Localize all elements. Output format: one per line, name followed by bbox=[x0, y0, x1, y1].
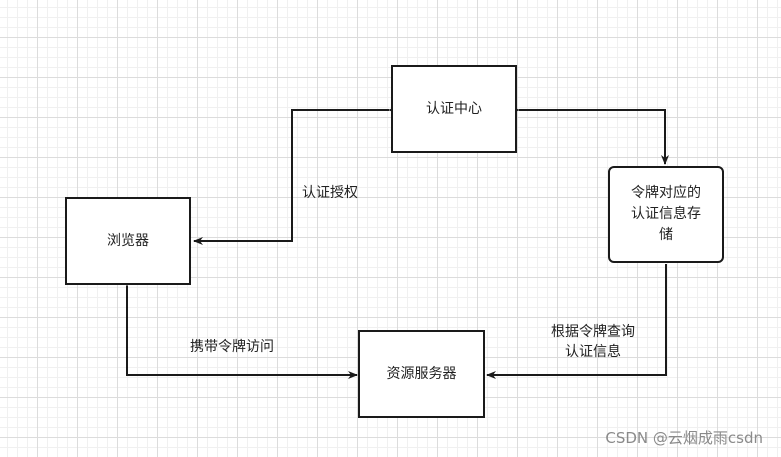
node-browser: 浏览器 bbox=[65, 197, 191, 285]
watermark: CSDN @云烟成雨csdn bbox=[605, 429, 763, 447]
node-token-store: 令牌对应的 认证信息存 储 bbox=[608, 166, 724, 263]
edge-label-query-by-token: 根据令牌查询 认证信息 bbox=[551, 324, 635, 360]
edge-token-store-resource-server bbox=[486, 264, 667, 379]
node-auth-center: 认证中心 bbox=[391, 65, 517, 153]
edge-label-auth-grant: 认证授权 bbox=[302, 185, 358, 201]
node-resource-server: 资源服务器 bbox=[358, 330, 485, 418]
edge-auth-center-browser bbox=[193, 106, 398, 245]
edge-auth-center-token-store bbox=[510, 106, 669, 165]
edge-label-carry-token: 携带令牌访问 bbox=[190, 339, 274, 355]
edge-browser-resource-server bbox=[123, 277, 358, 379]
